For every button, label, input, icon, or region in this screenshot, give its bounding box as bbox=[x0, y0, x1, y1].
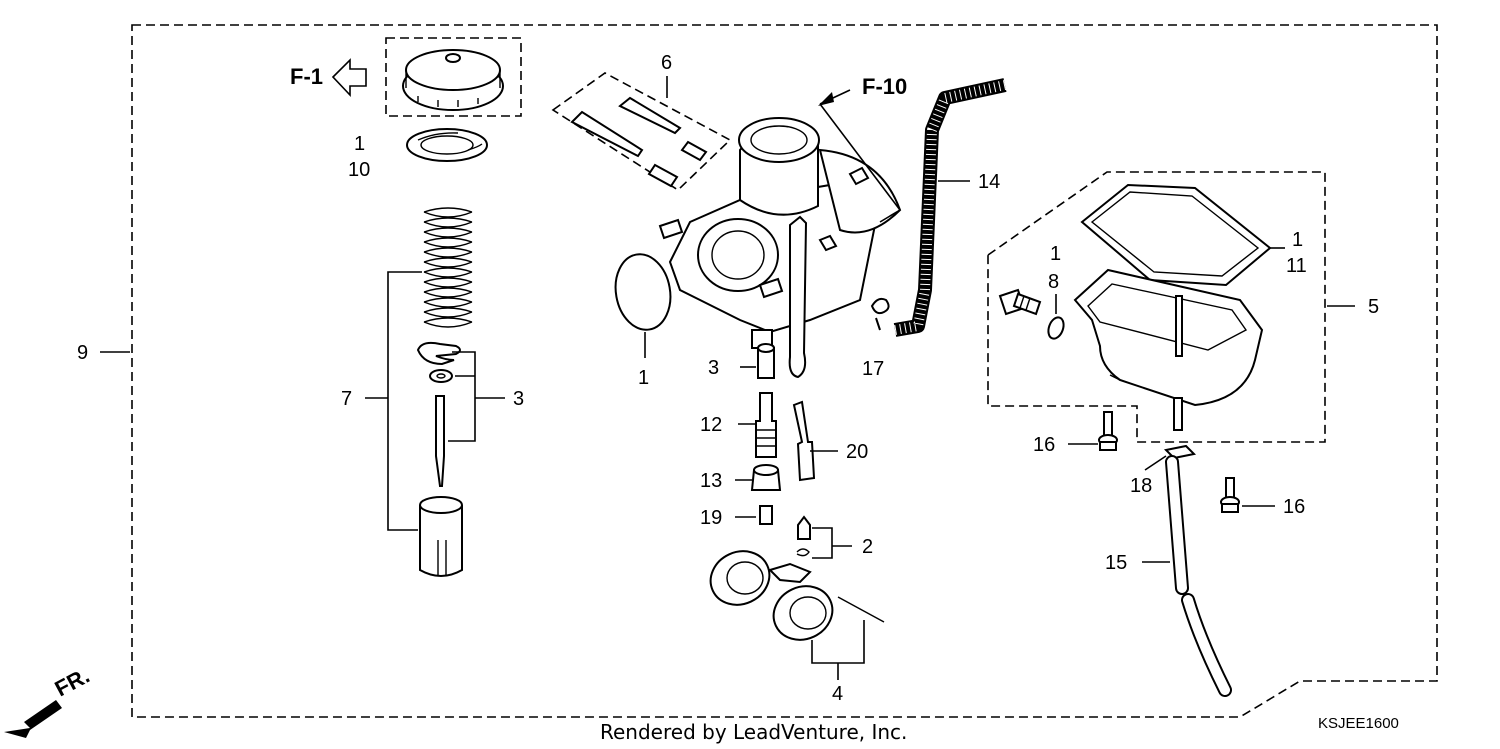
callout-6: 6 bbox=[661, 52, 672, 74]
needle-jet-holder bbox=[757, 343, 775, 379]
chamber-screw-b bbox=[1220, 477, 1240, 513]
callout-14: 14 bbox=[978, 171, 1000, 193]
callout-1-right: 1 bbox=[1292, 229, 1303, 251]
callout-5: 5 bbox=[1368, 296, 1379, 318]
slow-jet bbox=[792, 400, 816, 482]
needle-clip bbox=[416, 341, 461, 366]
callout-1-screw: 1 bbox=[1050, 243, 1061, 265]
float-chamber bbox=[1073, 268, 1264, 431]
ring-plate bbox=[406, 128, 488, 162]
callout-4: 4 bbox=[832, 683, 843, 705]
f10-arrow-icon bbox=[818, 92, 834, 106]
vent-hose-texture bbox=[894, 80, 1007, 335]
throttle-spring bbox=[423, 207, 473, 328]
float-valve bbox=[796, 515, 811, 557]
callout-18: 18 bbox=[1130, 475, 1152, 497]
choke-lever bbox=[788, 215, 808, 379]
callout-3-mid: 3 bbox=[708, 357, 719, 379]
drain-screw bbox=[998, 288, 1042, 316]
callout-11: 11 bbox=[1286, 255, 1307, 277]
callout-17: 17 bbox=[862, 358, 884, 380]
chamber-screw-a bbox=[1098, 411, 1118, 451]
carburetor-body bbox=[658, 117, 902, 349]
f1-reference: F-1 bbox=[290, 58, 367, 98]
front-label: FR. bbox=[51, 663, 94, 702]
bracket-3-left bbox=[448, 351, 505, 442]
callout-19: 19 bbox=[700, 507, 722, 529]
callout-15: 15 bbox=[1105, 552, 1127, 574]
leader-18 bbox=[1144, 455, 1167, 471]
callout-2: 2 bbox=[862, 536, 873, 558]
pilot-screws bbox=[570, 96, 708, 188]
needle-washer bbox=[429, 369, 453, 383]
slow-jet-small bbox=[759, 505, 773, 525]
callout-16-b: 16 bbox=[1283, 496, 1305, 518]
callout-8: 8 bbox=[1048, 271, 1059, 293]
float-assembly bbox=[709, 550, 885, 641]
main-jet bbox=[750, 464, 782, 491]
bracket-2 bbox=[812, 527, 852, 559]
float-chamber-box bbox=[987, 171, 1326, 443]
assembly-boundary bbox=[131, 24, 1438, 718]
callout-12: 12 bbox=[700, 414, 722, 436]
drain-hose-fill bbox=[1167, 457, 1230, 695]
bracket-4 bbox=[811, 620, 865, 680]
callout-10: 10 bbox=[348, 159, 370, 181]
f10-label: F-10 bbox=[862, 74, 907, 99]
drain-o-ring bbox=[1047, 316, 1065, 340]
callout-7: 7 bbox=[341, 388, 352, 410]
vent-hose bbox=[893, 78, 1007, 337]
arrow-left-icon bbox=[331, 58, 367, 98]
callout-13: 13 bbox=[700, 470, 722, 492]
front-direction: FR. bbox=[4, 663, 94, 738]
needle-jet bbox=[755, 392, 777, 458]
credit-text: Rendered by LeadVenture, Inc. bbox=[600, 720, 907, 744]
screw-set-box bbox=[551, 72, 732, 192]
jet-needle bbox=[435, 395, 445, 487]
callout-20: 20 bbox=[846, 441, 868, 463]
callout-9: 9 bbox=[77, 342, 88, 364]
hose-clip bbox=[870, 297, 890, 331]
diagram-code: KSJEE1600 bbox=[1318, 715, 1399, 732]
top-cap-dashed-box bbox=[385, 37, 522, 117]
top-cap bbox=[402, 49, 504, 111]
o-ring-gasket bbox=[614, 253, 672, 331]
callout-1-gasket: 1 bbox=[638, 367, 649, 389]
callout-16-a: 16 bbox=[1033, 434, 1055, 456]
f1-label: F-1 bbox=[290, 64, 323, 89]
bracket-7 bbox=[365, 271, 422, 531]
front-arrow-icon bbox=[4, 700, 62, 738]
callout-1-top: 1 bbox=[354, 133, 365, 155]
callout-3-left: 3 bbox=[513, 388, 524, 410]
throttle-slide bbox=[419, 496, 463, 577]
